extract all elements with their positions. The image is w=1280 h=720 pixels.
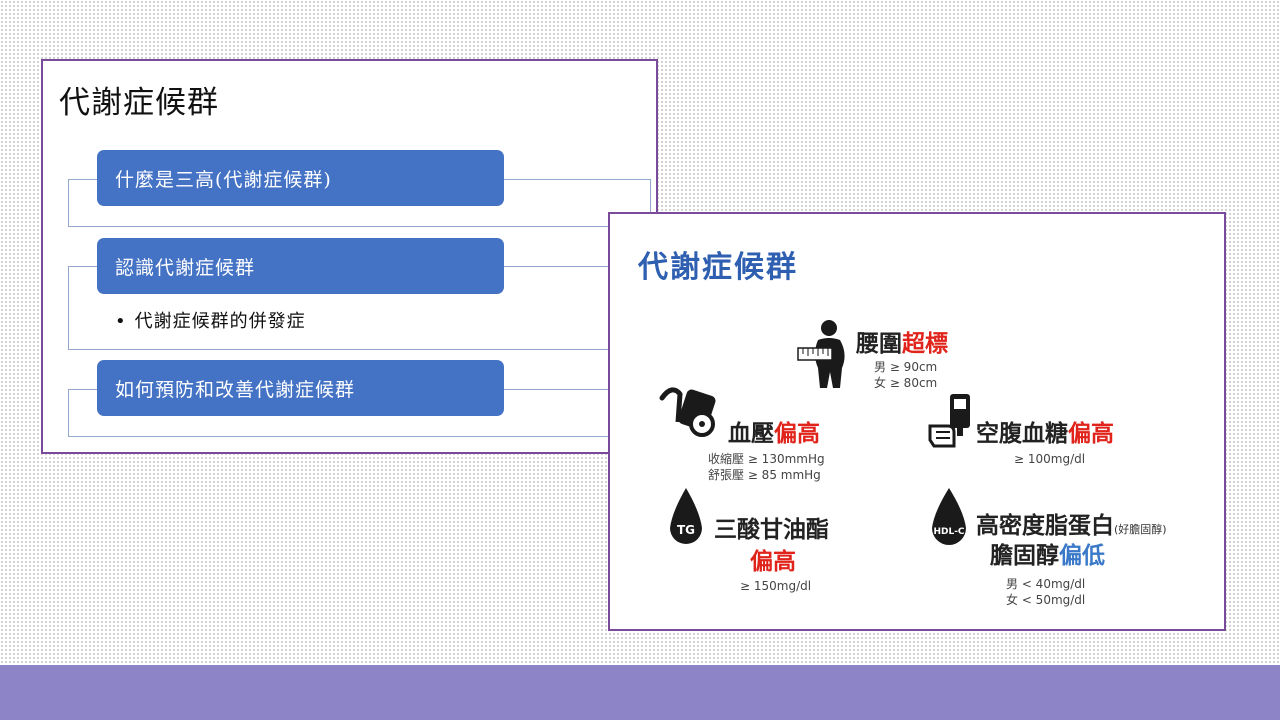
agenda-item-label: 認識代謝症候群 [115, 256, 256, 279]
glucose-label: 空腹血糖偏高 [976, 421, 1114, 447]
tg-label-b: 偏高 [750, 549, 796, 575]
waist-criteria: 男 ≥ 90cm 女 ≥ 80cm [874, 360, 938, 390]
subitem-label: 代謝症候群的併發症 [134, 311, 306, 332]
slide-indicators: 代謝症候群 腰圍超標 男 ≥ 90cm 女 ≥ 80cm 血壓偏高 收縮壓 ≥ … [608, 212, 1226, 631]
agenda-item-understand[interactable]: 認識代謝症候群 [97, 238, 504, 294]
bp-criteria: 收縮壓 ≥ 130mmHg 舒張壓 ≥ 85 mmHg [708, 452, 825, 482]
svg-text:HDL-C: HDL-C [933, 527, 964, 537]
bullet-icon: • [115, 311, 127, 332]
bottom-band [0, 665, 1280, 720]
hdl-label-a: 高密度脂蛋白(好膽固醇) [976, 513, 1167, 539]
hdl-label-b: 膽固醇偏低 [990, 543, 1105, 569]
hdl-criteria: 男 < 40mg/dl 女 < 50mg/dl [1006, 577, 1086, 607]
glucose-criteria: ≥ 100mg/dl [1014, 452, 1086, 466]
waist-measure-icon [797, 320, 845, 388]
hdl-note: (好膽固醇) [1114, 523, 1167, 536]
agenda-title: 代謝症候群 [59, 85, 219, 121]
tg-criteria: ≥ 150mg/dl [740, 579, 812, 593]
hdl-drop-icon: HDL-C [932, 488, 966, 545]
tg-label-a: 三酸甘油酯 [714, 517, 829, 543]
slide-agenda: 代謝症候群 什麼是三高(代謝症候群) 認識代謝症候群 • 代謝症候群的併發症 如何… [41, 59, 658, 454]
agenda-item-label: 什麼是三高(代謝症候群) [115, 168, 332, 191]
agenda-item-label: 如何預防和改善代謝症候群 [115, 378, 356, 401]
glucose-meter-icon [928, 394, 970, 448]
agenda-item-what-is[interactable]: 什麼是三高(代謝症候群) [97, 150, 504, 206]
bp-label: 血壓偏高 [728, 421, 820, 447]
blood-pressure-icon [659, 387, 716, 437]
agenda-item-prevent[interactable]: 如何預防和改善代謝症候群 [97, 360, 504, 416]
svg-text:TG: TG [677, 523, 695, 537]
agenda-subitem-complications: • 代謝症候群的併發症 [115, 307, 306, 333]
waist-label: 腰圍超標 [856, 331, 948, 357]
indicators-title: 代謝症候群 [638, 250, 798, 285]
triglyceride-drop-icon: TG [670, 488, 702, 544]
